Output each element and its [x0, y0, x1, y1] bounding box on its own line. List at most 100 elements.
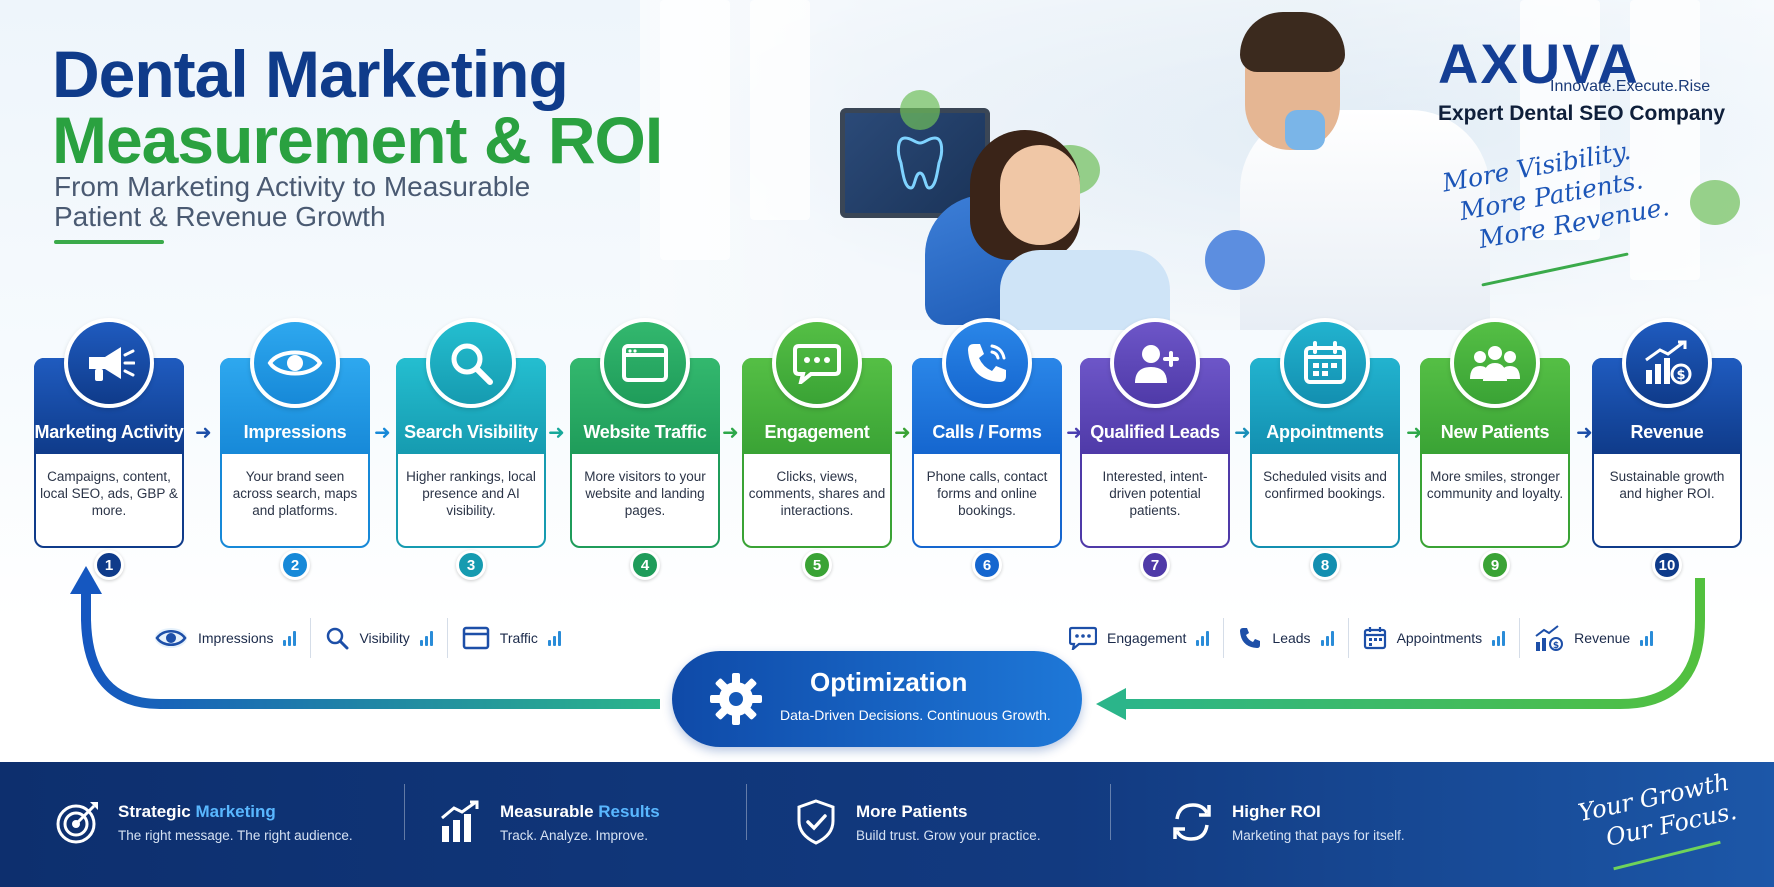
browser-window-icon	[600, 318, 690, 408]
footer-subtitle: The right message. The right audience.	[118, 827, 353, 843]
metric-label: Traffic	[499, 630, 538, 646]
step-number: 1	[94, 550, 124, 580]
optimization-pill: Optimization Data-Driven Decisions. Cont…	[672, 651, 1082, 747]
bar-chart-icon	[283, 630, 297, 646]
metric-label: Appointments	[1396, 630, 1483, 646]
footer-title-b: Results	[598, 801, 660, 821]
step-label: Engagement	[764, 422, 870, 442]
revenue-chart-icon: $	[1622, 318, 1712, 408]
step-number: 2	[280, 550, 310, 580]
optimization-loop-arrows	[70, 566, 1705, 720]
optimization-title: Optimization	[810, 667, 968, 697]
metric-label: Impressions	[198, 630, 274, 646]
phone-icon	[942, 318, 1032, 408]
step-description: Higher rankings, local presence and AI v…	[406, 469, 536, 518]
step-description: Interested, intent-driven potential pati…	[1102, 469, 1208, 518]
metric-visibility: Visibility	[311, 618, 448, 658]
page-title-line1: Dental Marketing	[52, 37, 569, 111]
step-description: Scheduled visits and confirmed bookings.	[1263, 469, 1387, 501]
optimization-subtitle: Data-Driven Decisions. Continuous Growth…	[780, 707, 1051, 723]
footer-divider	[1110, 784, 1111, 840]
step-label: New Patients	[1440, 422, 1550, 442]
step-label: Qualified Leads	[1090, 422, 1220, 442]
chat-bubble-icon	[772, 318, 862, 408]
step-calls-forms: Calls / Forms Phone calls, contact forms…	[912, 318, 1062, 580]
hero-photo	[640, 0, 1774, 330]
bar-chart-icon	[1640, 630, 1654, 646]
step-label: Marketing Activity	[34, 422, 184, 442]
footer-banner: Strategic Marketing The right message. T…	[0, 762, 1774, 887]
arrow-right-icon: ➜	[722, 422, 739, 444]
search-icon	[426, 318, 516, 408]
footer-strategic-marketing: Strategic Marketing The right message. T…	[50, 790, 353, 854]
arrow-right-icon: ➜	[548, 422, 565, 444]
arrow-right-icon: ➜	[374, 422, 391, 444]
footer-subtitle: Marketing that pays for itself.	[1232, 827, 1405, 843]
arrow-right-icon: ➜	[1066, 422, 1083, 444]
step-label: Impressions	[243, 422, 347, 442]
metric-appointments: Appointments	[1349, 618, 1521, 658]
svg-text:$: $	[1676, 368, 1685, 383]
footer-title-a: Measurable	[500, 801, 599, 821]
chat-bubble-icon	[1069, 626, 1097, 650]
step-number: 6	[972, 550, 1002, 580]
metrics-left: Impressions Visibility Traffic	[140, 618, 575, 658]
step-number: 3	[456, 550, 486, 580]
step-search-visibility: Search Visibility Higher rankings, local…	[396, 318, 546, 580]
step-engagement: Engagement Clicks, views, comments, shar…	[742, 318, 892, 580]
step-number: 8	[1310, 550, 1340, 580]
footer-title-a: More Patients	[856, 801, 968, 821]
step-number: 4	[630, 550, 660, 580]
refresh-icon	[1164, 799, 1220, 845]
footer-higher-roi: Higher ROI Marketing that pays for itsel…	[1164, 790, 1405, 854]
metric-label: Leads	[1272, 630, 1311, 646]
bar-chart-icon	[1492, 630, 1506, 646]
step-qualified-leads: Qualified Leads Interested, intent-drive…	[1080, 318, 1230, 580]
eye-icon	[154, 626, 188, 650]
browser-window-icon	[462, 626, 490, 650]
step-website-traffic: Website Traffic More visitors to your we…	[570, 318, 720, 580]
step-label: Revenue	[1630, 422, 1704, 442]
arrow-right-icon: ➜	[195, 422, 212, 444]
metric-label: Revenue	[1574, 630, 1631, 646]
logo-tagline: Innovate.Execute.Rise	[1550, 78, 1711, 95]
step-label: Calls / Forms	[932, 422, 1042, 442]
gear-icon	[708, 671, 764, 732]
bar-chart-icon	[547, 630, 561, 646]
step-label: Website Traffic	[583, 422, 707, 442]
step-label: Search Visibility	[404, 422, 538, 442]
growth-chart-icon	[432, 800, 488, 844]
step-description: Phone calls, contact forms and online bo…	[926, 469, 1048, 518]
calendar-icon	[1363, 626, 1387, 650]
funnel-steps: Marketing Activity Campaigns, content, l…	[34, 318, 1744, 580]
metric-label: Engagement	[1107, 630, 1187, 646]
company-logo: AXUVA Innovate.Execute.Rise Expert Denta…	[1438, 36, 1758, 126]
revenue-chart-icon: $	[1534, 624, 1564, 652]
eye-icon	[250, 318, 340, 408]
footer-measurable-results: Measurable Results Track. Analyze. Impro…	[432, 790, 660, 854]
step-marketing-activity: Marketing Activity Campaigns, content, l…	[34, 318, 184, 580]
metric-leads: Leads	[1224, 618, 1349, 658]
metric-label: Visibility	[359, 630, 410, 646]
footer-subtitle: Build trust. Grow your practice.	[856, 827, 1041, 843]
step-revenue: $ Revenue Sustainable growth and higher …	[1592, 318, 1742, 580]
step-description: Sustainable growth and higher ROI.	[1609, 469, 1725, 501]
title-underline	[54, 240, 164, 244]
step-number: 7	[1140, 550, 1170, 580]
metrics-right: Engagement Leads Appointments $ Revenue	[1055, 618, 1667, 658]
calendar-icon	[1280, 318, 1370, 408]
metric-revenue: $ Revenue	[1520, 618, 1667, 658]
step-description: Your brand seen across search, maps and …	[232, 469, 358, 518]
megaphone-icon	[64, 318, 154, 408]
metric-engagement: Engagement	[1055, 618, 1225, 658]
footer-divider	[746, 784, 747, 840]
footer-divider	[404, 784, 405, 840]
logo-subtitle: Expert Dental SEO Company	[1438, 102, 1726, 125]
arrow-right-icon: ➜	[1234, 422, 1251, 444]
logo-wordmark: AXUVA	[1438, 32, 1640, 95]
page-subtitle: From Marketing Activity to Measurable Pa…	[54, 171, 531, 232]
page-title-line2: Measurement & ROI	[52, 103, 663, 177]
step-description: Campaigns, content, local SEO, ads, GBP …	[40, 469, 178, 518]
svg-text:$: $	[1553, 641, 1559, 651]
bar-chart-icon	[419, 630, 433, 646]
